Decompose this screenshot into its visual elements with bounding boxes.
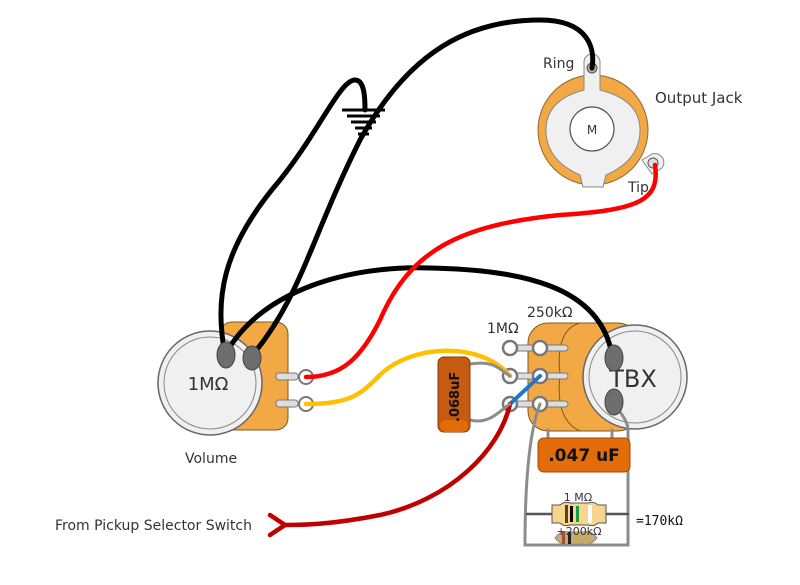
output-jack-label: Output Jack <box>655 89 743 107</box>
jack-center <box>569 106 615 152</box>
resistor-1m: 1 MΩ <box>551 491 607 527</box>
wire-red-pickup <box>282 401 513 528</box>
volume-pot-face <box>157 330 263 436</box>
jack-center-label: M <box>587 123 597 137</box>
ring-label: Ring <box>543 56 574 72</box>
tbx-250k-lug-1 <box>531 339 549 357</box>
tbx-1m-lug-1 <box>501 339 519 357</box>
res-200k-label: +200kΩ <box>557 525 602 538</box>
tbx-1m-label: 1MΩ <box>487 321 519 337</box>
resistor-200k: +200kΩ <box>554 525 602 545</box>
tbx-solder-2 <box>604 388 624 416</box>
wire-red-pickup-end <box>267 512 290 538</box>
volume-pot: 1MΩ Volume <box>157 321 314 467</box>
res-total-label: =170kΩ <box>636 514 683 529</box>
tip-label: Tip <box>627 180 649 196</box>
wire-black-ground <box>218 77 368 358</box>
wires <box>218 17 658 547</box>
volume-solder-1 <box>216 341 236 369</box>
tbx-250k-label: 250kΩ <box>527 305 573 321</box>
pickup-source-label: From Pickup Selector Switch <box>55 518 252 534</box>
tbx-pot: TBX 1MΩ 250kΩ <box>487 305 688 432</box>
res-1m-label: 1 MΩ <box>564 491 592 504</box>
wire-yellow <box>303 348 513 407</box>
wire-blue <box>508 374 542 406</box>
tbx-solder-1 <box>604 344 624 372</box>
volume-label: Volume <box>185 451 237 467</box>
cap-047-label: .047 uF <box>548 446 620 466</box>
volume-solder-2 <box>242 345 262 371</box>
cap-068-label: .068uF <box>448 372 463 422</box>
volume-value: 1MΩ <box>188 374 229 395</box>
capacitor-047uf: .047 uF <box>537 437 631 473</box>
wire-red-output <box>303 162 658 380</box>
capacitor-068uf: .068uF <box>437 356 471 433</box>
wire-black-ring <box>247 17 596 361</box>
wire-black-tbx <box>222 265 615 358</box>
output-jack: M Ring Tip Output Jack <box>537 53 743 196</box>
